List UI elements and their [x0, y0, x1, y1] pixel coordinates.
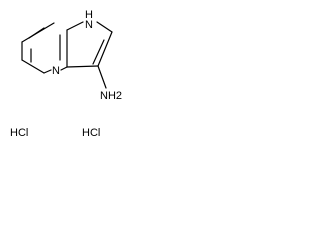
bond-c5-n4 [43, 69, 52, 74]
salt-label-2: HCl [82, 127, 100, 139]
atom-label-n-pyrrole: N [85, 19, 93, 31]
bond-lines [21, 21, 113, 89]
atom-label-h: H [85, 9, 93, 21]
bond-c3-c3a [66, 65, 99, 68]
bond-c2-c3 [97, 31, 113, 67]
bond-n4-c3a [60, 66, 68, 71]
double-bond-c7a-c7 [28, 27, 45, 39]
atom-label-nh2: NH2 [100, 90, 122, 102]
bond-c6-c5 [21, 59, 45, 74]
bond-n1-c2 [96, 21, 113, 33]
salt-label-1: HCl [10, 127, 28, 139]
structure-canvas: H N N NH2 HCl HCl [0, 0, 145, 170]
bond-c7a-n1 [66, 21, 84, 31]
atom-label-n-pyridine: N [52, 65, 60, 77]
molecule-structure: H N N NH2 HCl HCl [10, 9, 122, 139]
bond-c3-nh2 [97, 65, 107, 89]
double-bond-c2-c3 [92, 39, 105, 65]
